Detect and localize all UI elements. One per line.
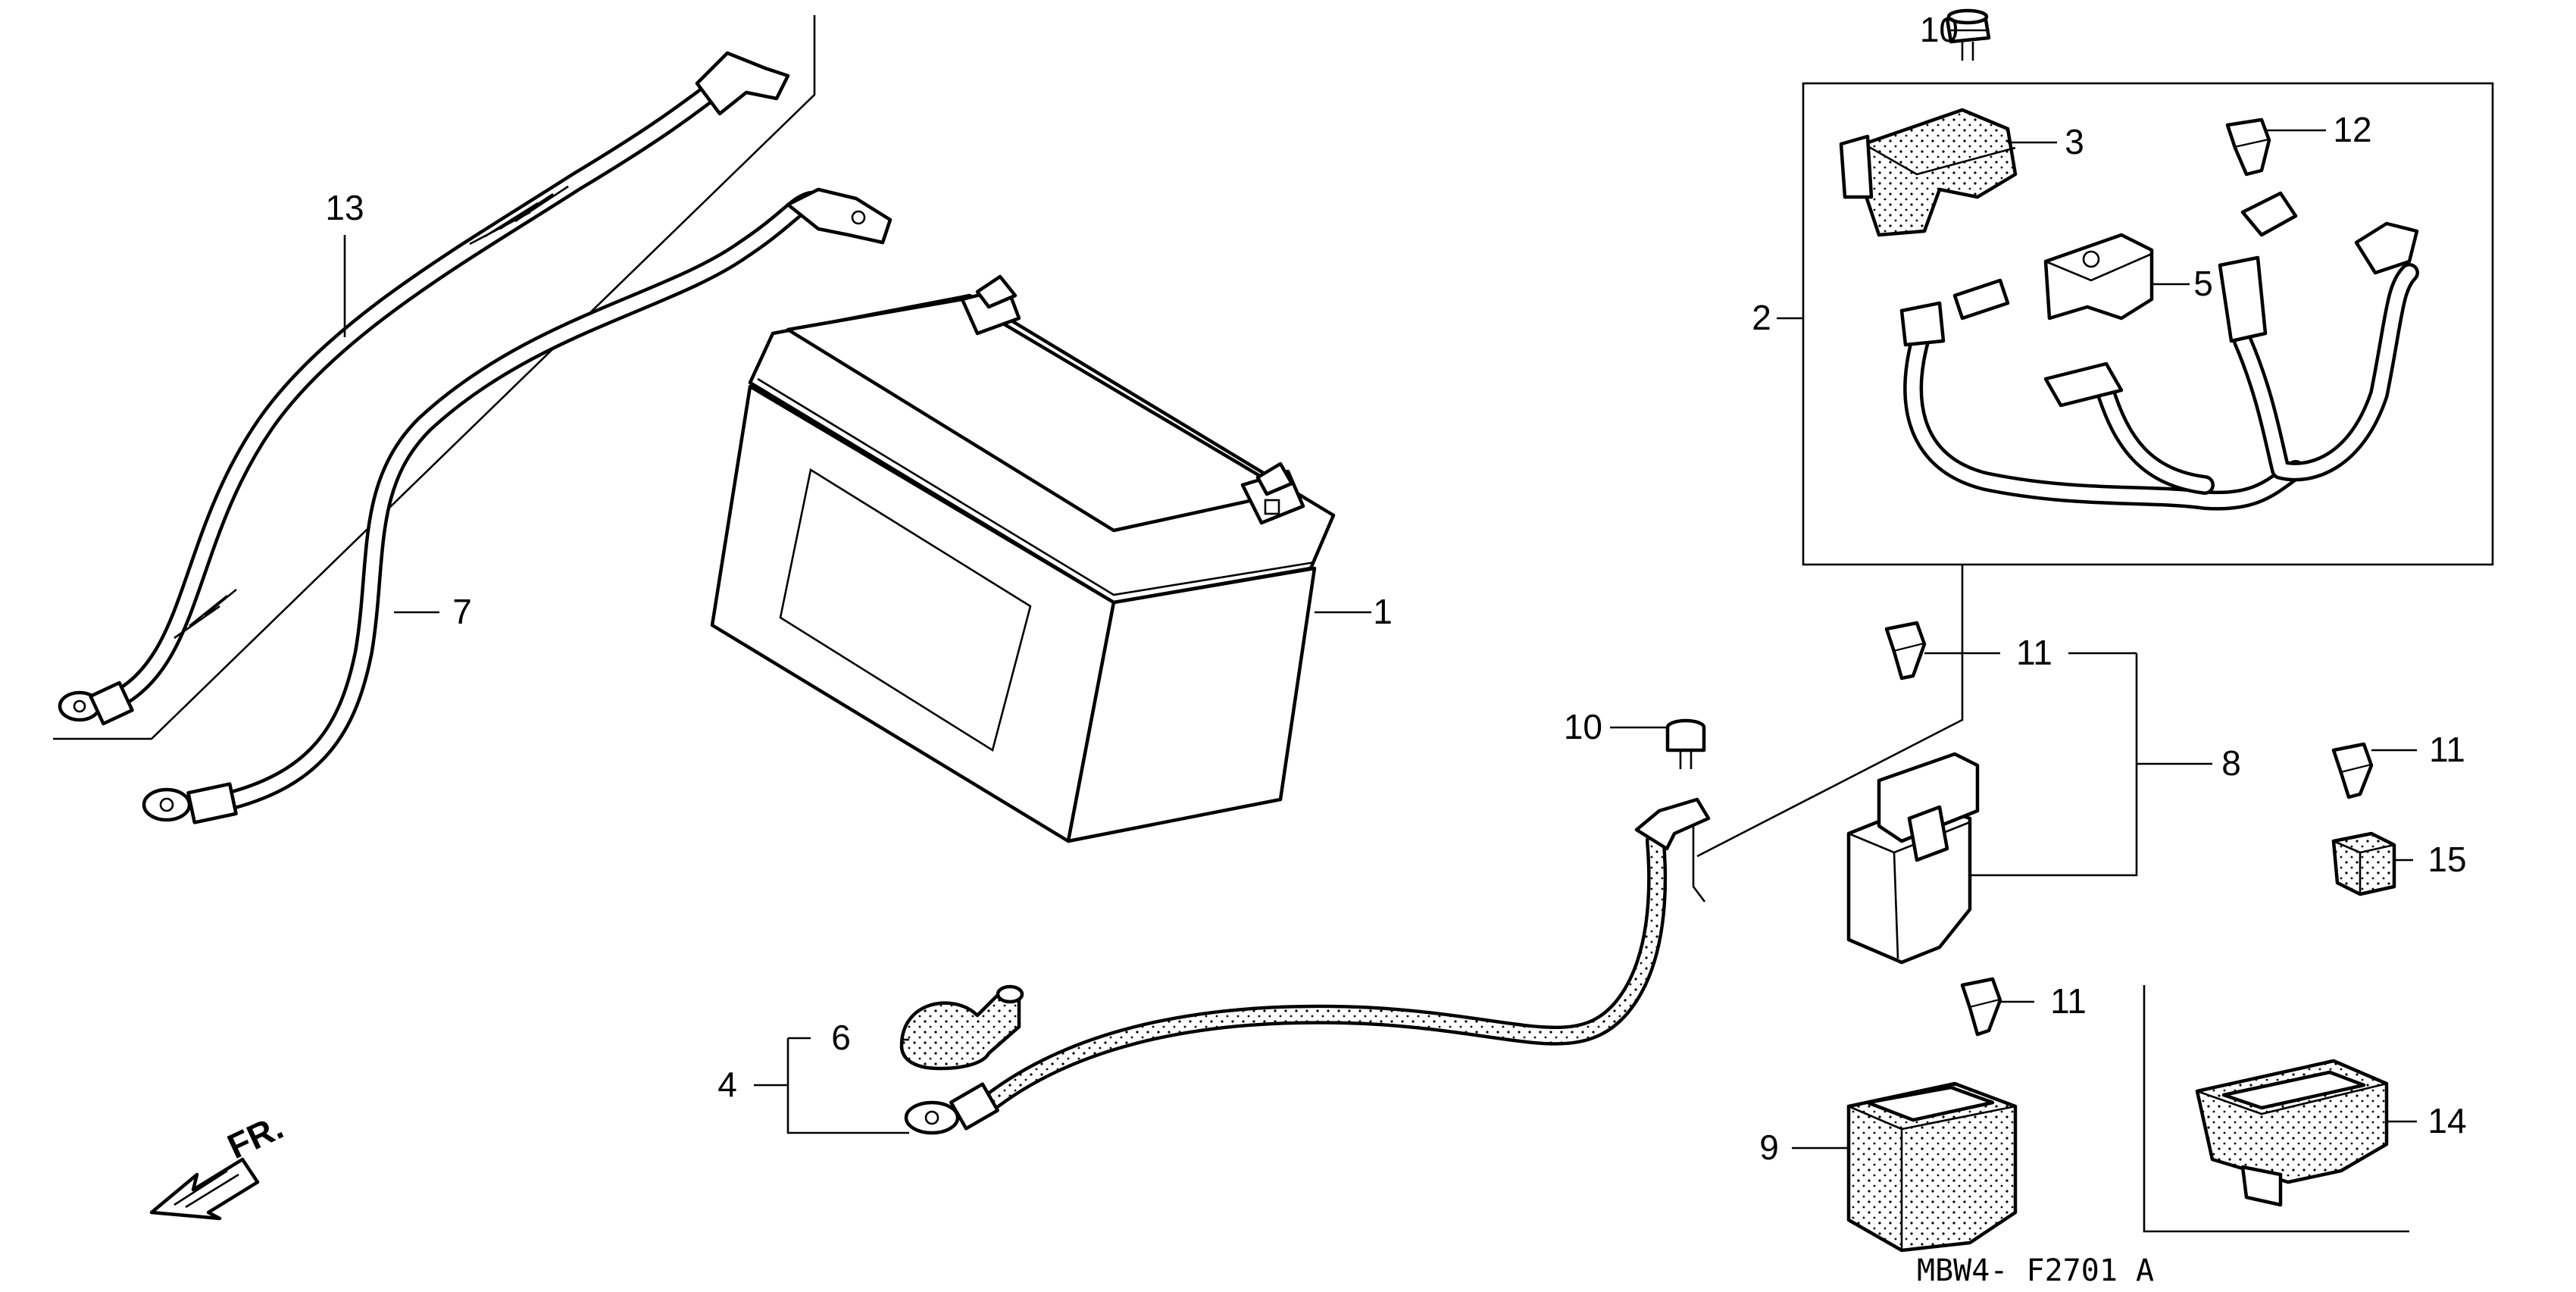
bracket-line-8	[1970, 653, 2138, 877]
fuse-11-upper	[1884, 621, 1927, 680]
diagram-code: MBW4- F2701 A	[1917, 1253, 2154, 1288]
callout-14: 14	[2428, 1101, 2466, 1140]
callout-2: 2	[1752, 298, 1771, 337]
callout-15: 15	[2428, 840, 2466, 879]
callout-13: 13	[325, 188, 364, 227]
front-mark-text: FR.	[221, 1107, 289, 1166]
battery-1	[710, 274, 1336, 843]
cap-5	[2043, 233, 2154, 321]
fuse-11-lower	[1960, 977, 2002, 1037]
bolt-10-lower	[1665, 718, 1706, 769]
leader-lines	[343, 29, 2417, 1150]
callout-11-upper: 11	[2016, 633, 2052, 672]
fuse-12	[2225, 117, 2271, 177]
callout-12: 12	[2333, 110, 2371, 149]
callouts: 13 7 1 2 3 5 12 10 10 11 8 11 15 11 14 9…	[325, 10, 2466, 1167]
fuse-11-right	[2331, 742, 2374, 799]
bolt-10-top	[1945, 8, 1991, 61]
starter-relay-8	[1846, 752, 1980, 965]
battery-negative-cable-7	[142, 187, 893, 824]
callout-8: 8	[2221, 743, 2241, 783]
callout-3: 3	[2065, 122, 2084, 161]
starter-cable-4	[904, 797, 1711, 1135]
callout-10-top: 10	[1920, 10, 1959, 49]
leader-line-8a	[1696, 565, 1964, 858]
fuse-box-14	[2195, 1059, 2389, 1207]
callout-11-right: 11	[2429, 730, 2465, 769]
callout-5: 5	[2193, 264, 2213, 303]
callout-4: 4	[717, 1065, 737, 1104]
callout-6: 6	[831, 1018, 851, 1057]
battery-positive-cable-13	[58, 51, 790, 726]
sub-harness-2	[1899, 191, 2419, 511]
terminal-cover-3	[1839, 108, 2018, 237]
fuse-cover-15	[2331, 831, 2396, 896]
relay-box-9	[1846, 1081, 2018, 1253]
bracket-line-14	[2143, 985, 2409, 1233]
callout-10-lower: 10	[1564, 707, 1602, 746]
divider-line-13	[53, 15, 816, 740]
front-arrow: FR.	[149, 1107, 289, 1221]
callout-1: 1	[1373, 592, 1393, 631]
terminal-cap-6	[899, 984, 1024, 1071]
callout-11-lower: 11	[2050, 981, 2087, 1021]
group-box-2	[1802, 82, 2494, 566]
callout-9: 9	[1759, 1128, 1779, 1167]
callout-7: 7	[452, 592, 472, 631]
